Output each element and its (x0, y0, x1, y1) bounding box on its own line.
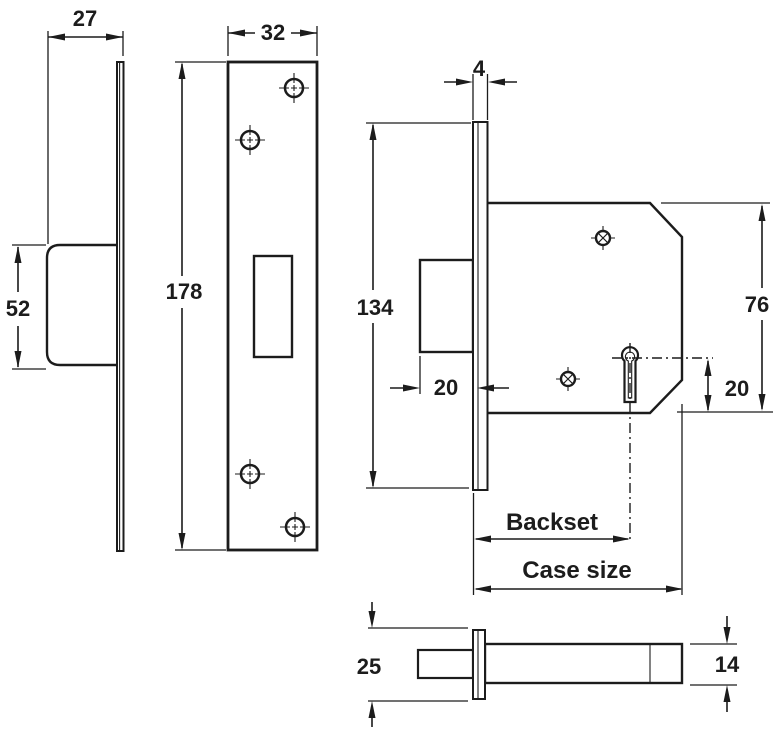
dim-case-lip-52: 52 (6, 244, 46, 370)
bolt-cutout (252, 254, 294, 359)
bolt-throw-label: 20 (434, 375, 458, 400)
left-view-case-body (45, 243, 117, 367)
front-view: 32 178 (166, 20, 319, 552)
dim-key-centre-20: 20 (704, 359, 749, 412)
key-centre-label: 20 (725, 376, 749, 401)
lock-case (485, 201, 684, 415)
bottom-view-case (483, 642, 684, 685)
deadbolt (418, 258, 475, 354)
bottom-view: 25 14 (357, 602, 740, 727)
backset-label: Backset (506, 509, 598, 536)
dim-plate-height-134: 134 (357, 122, 471, 489)
case-size-label: Case size (522, 557, 631, 584)
plate-width-label: 25 (357, 654, 381, 679)
depth-label: 27 (73, 6, 97, 31)
side-view: 4 134 20 76 20 (357, 56, 773, 595)
dim-bolt-throw-20: 20 (390, 356, 509, 400)
bottom-view-bolt (416, 648, 475, 680)
case-thickness-label: 14 (715, 652, 740, 677)
dim-plate-width-25: 25 (357, 602, 468, 727)
dim-case-height-76: 76 (661, 202, 773, 413)
left-view: 27 52 (6, 6, 125, 552)
case-lip-label: 52 (6, 296, 30, 321)
dim-case-thickness-14: 14 (690, 616, 740, 712)
side-view-faceplate (472, 121, 489, 491)
bottom-view-faceplate (472, 629, 486, 700)
dim-width-32: 32 (227, 20, 318, 56)
dim-backset: Backset (474, 509, 630, 543)
dim-depth-27: 27 (47, 6, 124, 244)
left-view-faceplate (116, 61, 125, 552)
dim-height-178: 178 (166, 61, 226, 551)
dim-plate-thickness-4: 4 (444, 56, 517, 120)
case-height-label: 76 (745, 292, 769, 317)
height-label: 178 (166, 279, 203, 304)
dim-case-size: Case size (474, 557, 683, 593)
plate-height-label: 134 (357, 295, 394, 320)
width-label: 32 (261, 20, 285, 45)
keyhole (620, 346, 640, 404)
plate-thickness-label: 4 (473, 56, 486, 81)
